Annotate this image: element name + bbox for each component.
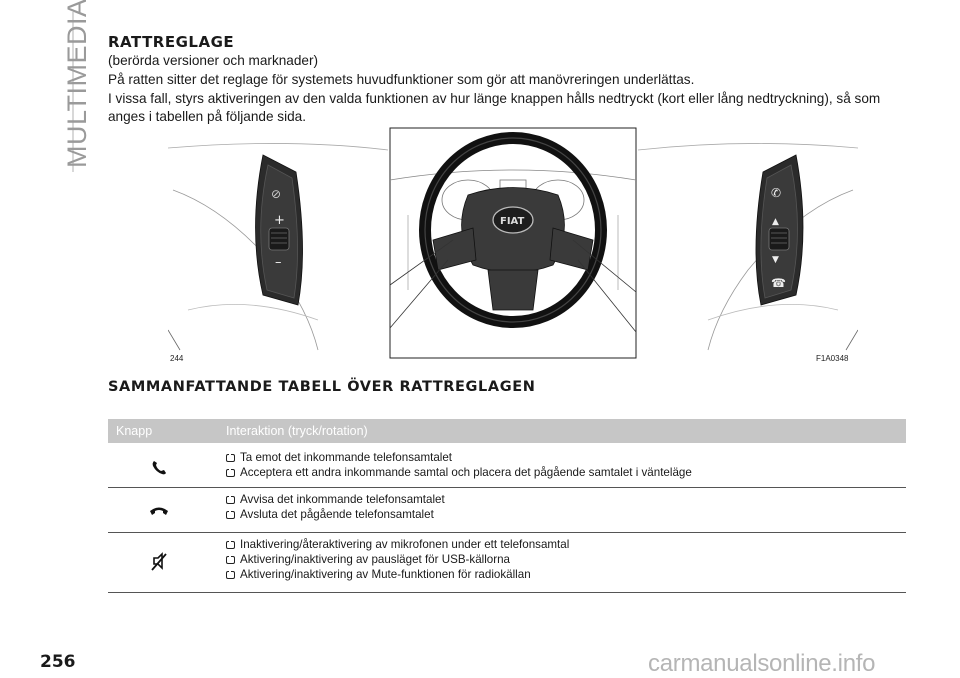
table-heading: SAMMANFATTANDE TABELL ÖVER RATTREGLAGEN: [108, 379, 536, 395]
bullet-icon: [226, 468, 235, 477]
bullet-icon: [226, 540, 235, 549]
column-header-interaction: Interaktion (tryck/rotation): [226, 424, 368, 438]
table-row: Avvisa det inkommande telefonsamtalet Av…: [108, 488, 906, 533]
steering-wheel-illustration: ⊘ + – ✆ ▲ ▼ ☎: [167, 120, 859, 370]
page-heading: RATTREGLAGE: [108, 33, 235, 51]
row-lines: Ta emot det inkommande telefonsamtalet A…: [226, 450, 692, 480]
row-text: Inaktivering/återaktivering av mikrofone…: [240, 538, 570, 551]
svg-text:✆: ✆: [771, 186, 781, 200]
figure-code: F1A0348: [816, 354, 849, 363]
bullet-icon: [226, 570, 235, 579]
row-text: Aktivering/inaktivering av Mute-funktion…: [240, 568, 531, 581]
svg-text:FIAT: FIAT: [500, 216, 525, 227]
bullet-icon: [226, 510, 235, 519]
svg-text:☎: ☎: [771, 276, 786, 290]
table-header: Knapp Interaktion (tryck/rotation): [108, 419, 906, 443]
row-text: Avvisa det inkommande telefonsamtalet: [240, 493, 445, 506]
phone-hangup-icon: [144, 499, 174, 521]
row-text: Aktivering/inaktivering av pausläget för…: [240, 553, 511, 566]
bullet-icon: [226, 453, 235, 462]
column-header-button: Knapp: [116, 424, 153, 438]
phone-answer-icon: [144, 456, 174, 478]
paragraph-2: På ratten sitter det reglage för systeme…: [108, 72, 695, 87]
paragraph-4: anges i tabellen på följande sida.: [108, 109, 307, 124]
svg-text:⊘: ⊘: [271, 187, 281, 201]
sidebar-rule: [72, 12, 74, 172]
row-text: Acceptera ett andra inkommande samtal oc…: [240, 466, 692, 479]
svg-text:+: +: [274, 213, 285, 228]
row-lines: Avvisa det inkommande telefonsamtalet Av…: [226, 492, 445, 522]
bullet-icon: [226, 495, 235, 504]
table-row: Ta emot det inkommande telefonsamtalet A…: [108, 446, 906, 488]
figure-number: 244: [170, 354, 184, 363]
row-text: Avsluta det pågående telefonsamtalet: [240, 508, 434, 521]
watermark: carmanualsonline.info: [648, 650, 876, 677]
bullet-icon: [226, 555, 235, 564]
svg-text:–: –: [275, 255, 282, 270]
page-number: 256: [40, 652, 76, 672]
svg-text:▲: ▲: [772, 217, 779, 227]
svg-text:▼: ▼: [772, 255, 779, 265]
row-lines: Inaktivering/återaktivering av mikrofone…: [226, 537, 569, 582]
mute-icon: [144, 551, 174, 573]
paragraph-3: I vissa fall, styrs aktiveringen av den …: [108, 91, 881, 106]
section-label: MULTIMEDIA: [62, 0, 92, 168]
row-text: Ta emot det inkommande telefonsamtalet: [240, 451, 453, 464]
table-row: Inaktivering/återaktivering av mikrofone…: [108, 533, 906, 593]
paragraph-1: (berörda versioner och marknader): [108, 53, 319, 68]
